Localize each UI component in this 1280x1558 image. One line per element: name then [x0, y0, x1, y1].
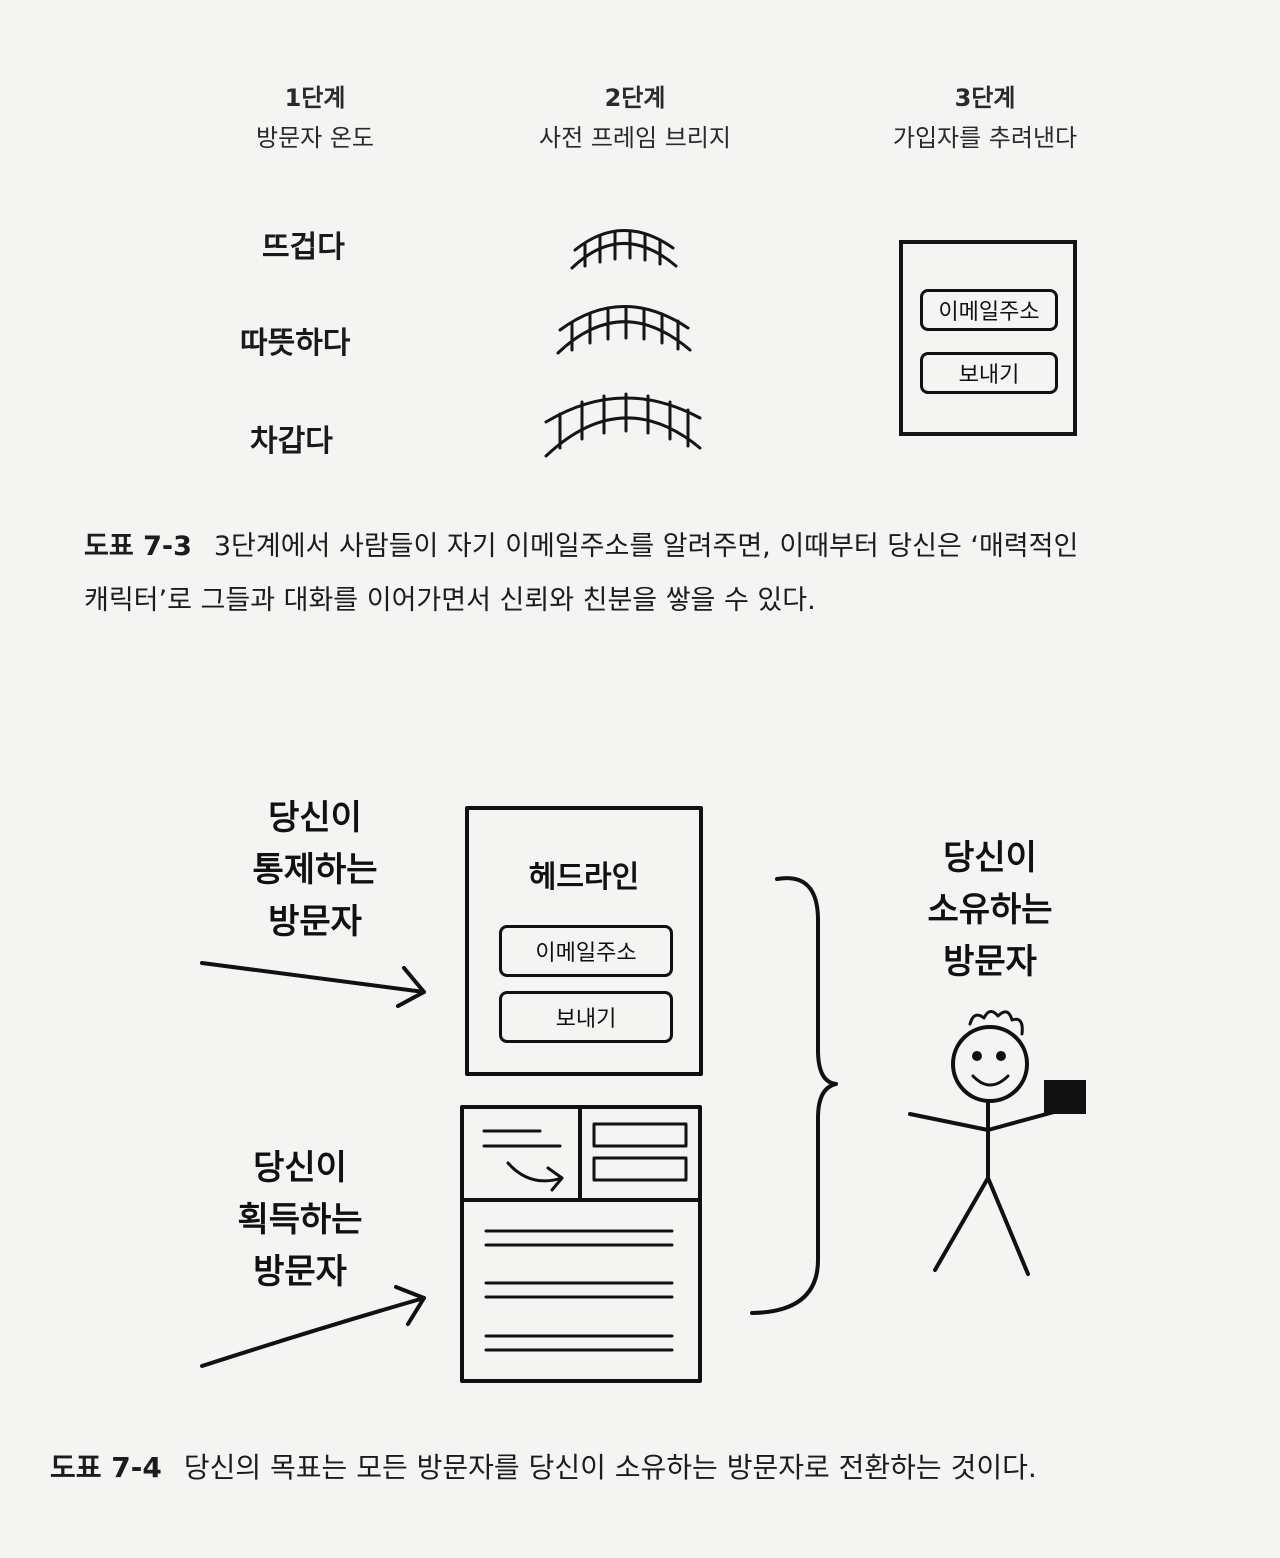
stage-3-title: 가입자를 추려낸다: [892, 124, 1078, 152]
stage-2-heading: 2단계 사전 프레임 브리지: [495, 78, 775, 158]
stage-2-number: 2단계: [604, 84, 666, 112]
email-field: 이메일주소: [920, 289, 1058, 331]
controlled-line-1: 당신이: [268, 798, 362, 838]
arrow-to-landing-icon: [200, 961, 426, 1008]
owned-line-1: 당신이: [943, 838, 1037, 878]
caption-7-4-text: 당신의 목표는 모든 방문자를 당신이 소유하는 방문자로 전환하는 것이다.: [183, 1451, 1037, 1484]
caption-7-3-text-1: 3단계에서 사람들이 자기 이메일주소를 알려주면, 이때부터 당신은 ‘매력적…: [213, 531, 1079, 562]
caption-7-3-line-1: 도표 7-3 3단계에서 사람들이 자기 이메일주소를 알려주면, 이때부터 당신…: [84, 520, 1254, 574]
bridge-medium-icon: [556, 305, 692, 355]
controlled-line-3: 방문자: [268, 902, 362, 942]
temp-warm: 따뜻하다: [240, 326, 351, 361]
arrow-to-article-icon: [200, 1285, 426, 1368]
acquired-visitors-label: 당신이 획득하는 방문자: [200, 1142, 400, 1298]
acquired-line-2: 획득하는: [237, 1200, 363, 1240]
curly-brace-icon: [750, 876, 838, 1315]
article-page-frame: [460, 1105, 702, 1383]
owned-line-2: 소유하는: [927, 890, 1053, 930]
bridge-large-icon: [544, 392, 702, 458]
controlled-visitors-label: 당신이 통제하는 방문자: [215, 792, 415, 948]
temp-cold: 차갑다: [250, 424, 333, 459]
bridge-drawings: [544, 229, 1077, 458]
caption-7-3-label: 도표 7-3: [84, 531, 192, 562]
landing-headline: 헤드라인: [528, 860, 640, 895]
owned-visitors-label: 당신이 소유하는 방문자: [890, 832, 1090, 988]
caption-7-3-text-2: 캐릭터’로 그들과 대화를 이어가면서 신뢰와 친분을 쌓을 수 있다.: [84, 585, 816, 616]
controlled-line-2: 통제하는: [252, 850, 378, 890]
signup-form-frame: [899, 240, 1077, 436]
owned-line-3: 방문자: [943, 942, 1037, 982]
caption-7-4-label: 도표 7-4: [50, 1451, 162, 1484]
stage-3-heading: 3단계 가입자를 추려낸다: [850, 78, 1120, 158]
caption-7-3: 도표 7-3 3단계에서 사람들이 자기 이메일주소를 알려주면, 이때부터 당신…: [84, 520, 1254, 628]
send-button: 보내기: [920, 352, 1058, 394]
stick-figure-icon: [908, 1010, 1056, 1276]
bridge-small-icon: [570, 229, 678, 270]
temp-hot: 뜨겁다: [262, 230, 345, 265]
stage-1-number: 1단계: [284, 84, 346, 112]
landing-email-field: 이메일주소: [499, 925, 673, 977]
landing-send-button: 보내기: [499, 991, 673, 1043]
stage-1-title: 방문자 온도: [255, 124, 375, 152]
landing-page-frame: [465, 806, 703, 1076]
stage-2-title: 사전 프레임 브리지: [539, 124, 731, 152]
held-box-icon: [1044, 1080, 1086, 1114]
caption-7-4: 도표 7-4 당신의 목표는 모든 방문자를 당신이 소유하는 방문자로 전환하는…: [50, 1441, 1230, 1495]
acquired-line-1: 당신이: [253, 1148, 347, 1188]
acquired-line-3: 방문자: [253, 1252, 347, 1292]
stage-3-number: 3단계: [954, 84, 1016, 112]
stage-1-heading: 1단계 방문자 온도: [200, 78, 430, 158]
